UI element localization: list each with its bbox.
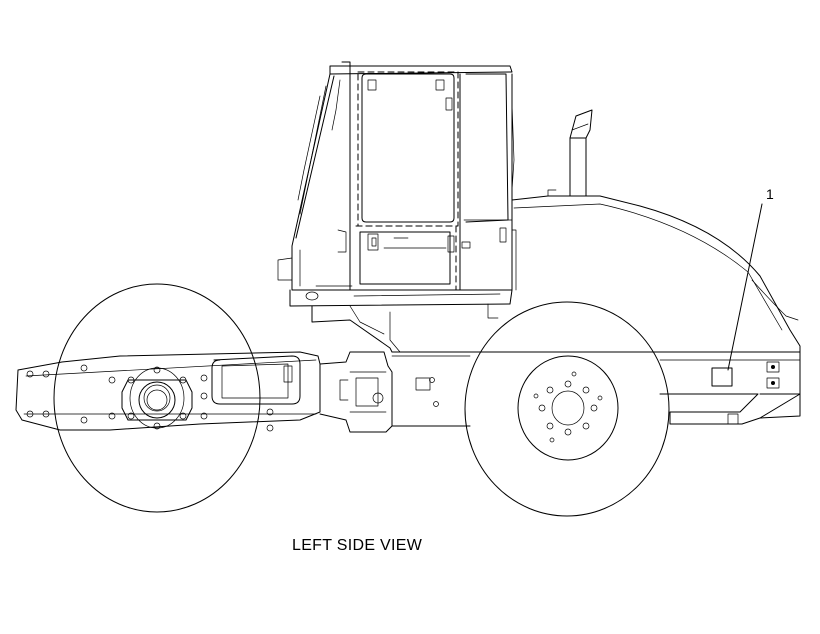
front-frame [15,351,321,432]
operator-cab [277,61,517,353]
rear-tire [464,301,670,517]
callout-leader-1 [727,203,763,371]
engine-hood [511,109,801,353]
articulation-joint [319,351,393,433]
rear-chassis [391,351,801,427]
callout-number-1: 1 [766,186,774,202]
view-caption: LEFT SIDE VIEW [292,537,423,554]
